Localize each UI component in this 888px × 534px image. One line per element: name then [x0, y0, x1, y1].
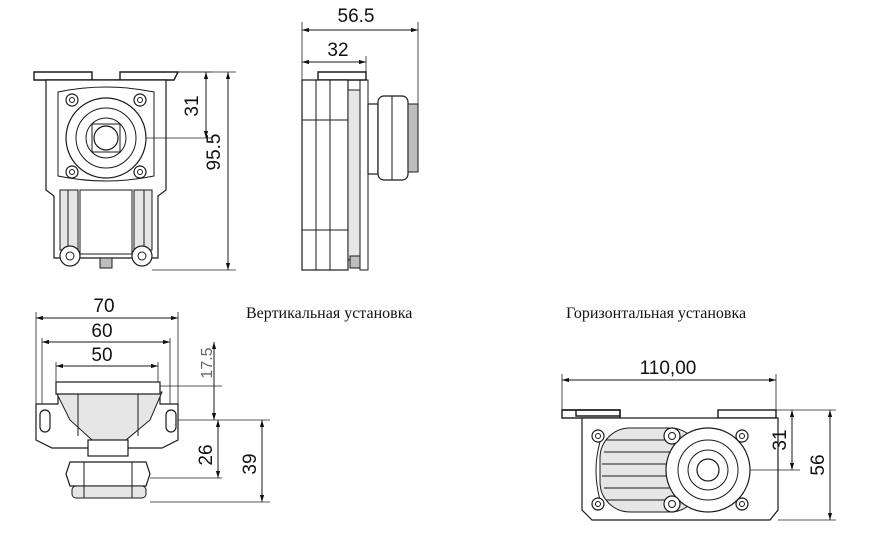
- caption-vertical: Вертикальная установка: [246, 305, 412, 322]
- dim-top-26: 26: [196, 444, 217, 465]
- horizontal-view: 110,00 31 56: [561, 358, 836, 521]
- dim-horiz-110: 110,00: [640, 358, 697, 379]
- dim-top-39: 39: [240, 453, 261, 474]
- dim-top-70: 70: [93, 296, 114, 317]
- top-view: 70 60 50 17.5 26 39: [35, 296, 270, 503]
- dim-top-60: 60: [91, 321, 112, 342]
- front-view-vertical: 31 95.5: [33, 71, 236, 271]
- dim-horiz-31: 31: [770, 429, 791, 450]
- dim-side-56-5: 56.5: [338, 6, 375, 27]
- caption-horizontal: Горизонтальная установка: [566, 305, 746, 322]
- side-view: 56.5 32: [301, 6, 419, 271]
- dim-front-31: 31: [182, 95, 203, 116]
- dim-side-32: 32: [327, 40, 348, 61]
- dim-horiz-56: 56: [808, 454, 829, 475]
- dim-front-95-5: 95.5: [204, 134, 225, 171]
- dim-top-17-5: 17.5: [199, 347, 216, 378]
- dim-top-50: 50: [91, 345, 112, 366]
